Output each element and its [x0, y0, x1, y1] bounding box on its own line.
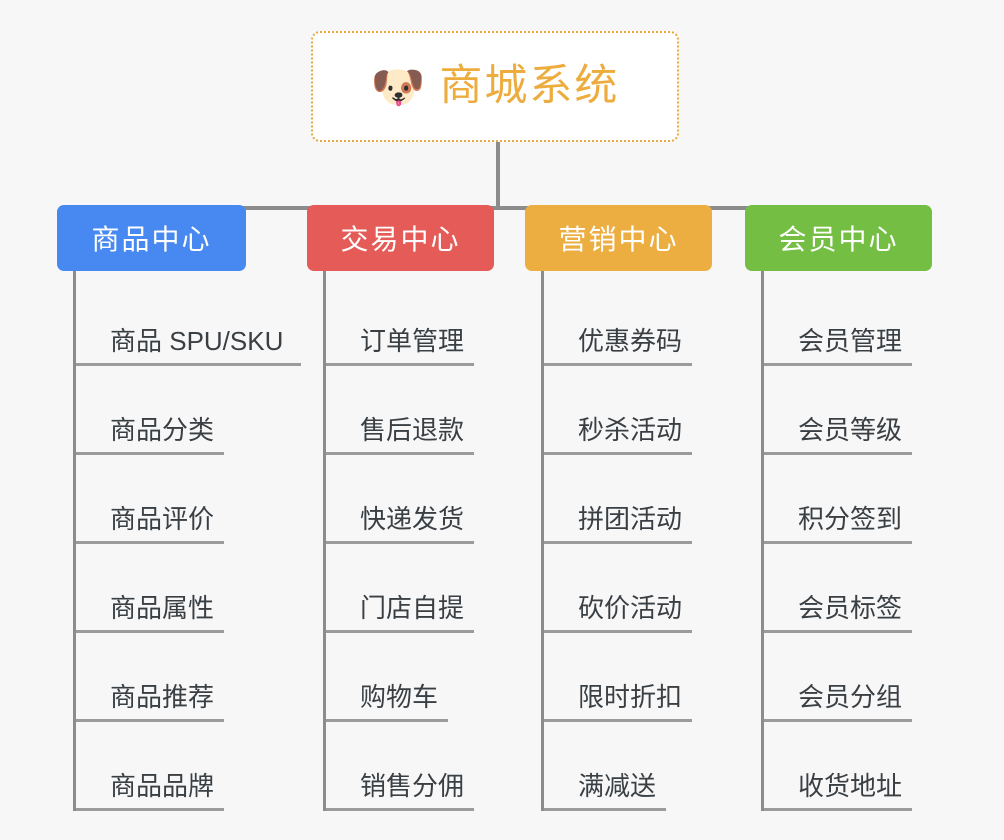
leaf-item-label: 砍价活动: [544, 593, 693, 633]
leaf-item-label: 限时折扣: [544, 682, 693, 722]
leaf-item[interactable]: 会员标签: [764, 544, 932, 633]
leaf-item-label: 商品 SPU/SKU: [76, 326, 302, 366]
leaf-item-label: 商品属性: [76, 593, 225, 633]
leaf-item-label: 满减送: [544, 771, 667, 811]
category-header-trade-center[interactable]: 交易中心: [307, 205, 494, 271]
leaf-item-label: 会员标签: [764, 593, 913, 633]
category-header-label: 会员中心: [778, 224, 899, 255]
leaf-item-label: 会员分组: [764, 682, 913, 722]
leaf-item[interactable]: 快递发货: [326, 455, 494, 544]
leaf-item-label: 销售分佣: [326, 771, 475, 811]
leaf-item[interactable]: 拼团活动: [544, 455, 712, 544]
category-header-member-center[interactable]: 会员中心: [745, 205, 932, 271]
leaf-item-label: 商品品牌: [76, 771, 225, 811]
category-header-label: 交易中心: [340, 224, 461, 255]
leaf-item[interactable]: 商品评价: [76, 455, 246, 544]
leaf-item-label: 秒杀活动: [544, 415, 693, 455]
column-marketing-center: 营销中心 优惠券码 秒杀活动 拼团活动 砍价活动 限时折扣 满减送: [525, 205, 712, 811]
leaf-item[interactable]: 限时折扣: [544, 633, 712, 722]
leaf-item-label: 收货地址: [764, 771, 913, 811]
root-node[interactable]: 🐶 商城系统: [311, 31, 679, 142]
leaf-item[interactable]: 收货地址: [764, 722, 932, 811]
leaf-item-label: 拼团活动: [544, 504, 693, 544]
connector-root-stem: [496, 142, 500, 210]
leaf-item-label: 快递发货: [326, 504, 475, 544]
leaf-item[interactable]: 订单管理: [326, 277, 494, 366]
leaf-item-label: 优惠券码: [544, 326, 693, 366]
leaf-item[interactable]: 商品 SPU/SKU: [76, 277, 302, 366]
leaf-item[interactable]: 会员等级: [764, 366, 932, 455]
leaf-item-label: 购物车: [326, 682, 449, 722]
leaf-item[interactable]: 满减送: [544, 722, 712, 811]
leaf-item[interactable]: 商品属性: [76, 544, 246, 633]
leaf-list-member-center: 会员管理 会员等级 积分签到 会员标签 会员分组 收货地址: [761, 271, 932, 811]
leaf-item-label: 门店自提: [326, 593, 475, 633]
leaf-item-label: 售后退款: [326, 415, 475, 455]
leaf-item-label: 积分签到: [764, 504, 913, 544]
column-product-center: 商品中心 商品 SPU/SKU 商品分类 商品评价 商品属性 商品推荐 商品品牌: [57, 205, 302, 811]
leaf-list-marketing-center: 优惠券码 秒杀活动 拼团活动 砍价活动 限时折扣 满减送: [541, 271, 712, 811]
leaf-item[interactable]: 秒杀活动: [544, 366, 712, 455]
column-member-center: 会员中心 会员管理 会员等级 积分签到 会员标签 会员分组 收货地址: [745, 205, 932, 811]
column-trade-center: 交易中心 订单管理 售后退款 快递发货 门店自提 购物车 销售分佣: [307, 205, 494, 811]
leaf-item-label: 订单管理: [326, 326, 475, 366]
leaf-item[interactable]: 售后退款: [326, 366, 494, 455]
leaf-item[interactable]: 会员分组: [764, 633, 932, 722]
leaf-item[interactable]: 商品推荐: [76, 633, 246, 722]
leaf-item[interactable]: 砍价活动: [544, 544, 712, 633]
leaf-item-label: 会员等级: [764, 415, 913, 455]
leaf-item[interactable]: 会员管理: [764, 277, 932, 366]
leaf-item[interactable]: 门店自提: [326, 544, 494, 633]
leaf-item-label: 商品推荐: [76, 682, 225, 722]
leaf-item[interactable]: 商品品牌: [76, 722, 246, 811]
shiba-dog-face-icon: 🐶: [370, 62, 426, 112]
category-header-label: 营销中心: [558, 224, 679, 255]
category-header-marketing-center[interactable]: 营销中心: [525, 205, 712, 271]
leaf-item-label: 商品评价: [76, 504, 225, 544]
leaf-list-product-center: 商品 SPU/SKU 商品分类 商品评价 商品属性 商品推荐 商品品牌: [73, 271, 302, 811]
category-header-product-center[interactable]: 商品中心: [57, 205, 246, 271]
leaf-item[interactable]: 购物车: [326, 633, 494, 722]
leaf-item-label: 会员管理: [764, 326, 913, 366]
leaf-item[interactable]: 积分签到: [764, 455, 932, 544]
leaf-list-trade-center: 订单管理 售后退款 快递发货 门店自提 购物车 销售分佣: [323, 271, 494, 811]
leaf-item-label: 商品分类: [76, 415, 225, 455]
category-header-label: 商品中心: [91, 224, 212, 255]
leaf-item[interactable]: 优惠券码: [544, 277, 712, 366]
leaf-item[interactable]: 商品分类: [76, 366, 246, 455]
leaf-item[interactable]: 销售分佣: [326, 722, 494, 811]
root-node-label: 商城系统: [439, 62, 620, 110]
connector-horizontal-bar: [149, 206, 849, 210]
